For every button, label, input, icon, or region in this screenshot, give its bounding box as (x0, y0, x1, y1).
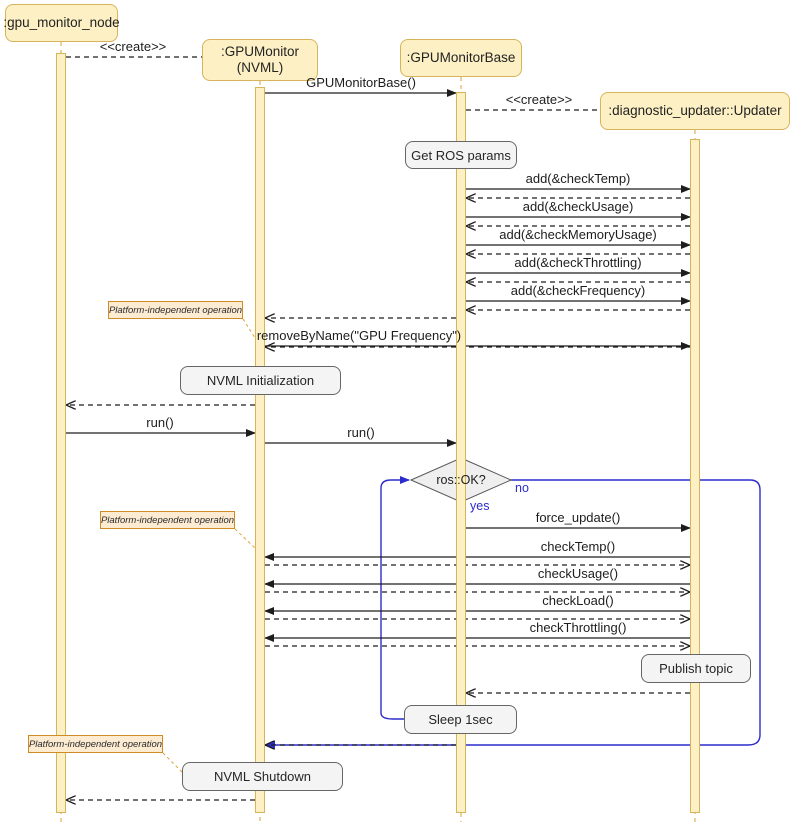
message-label-gpumonitorbase: GPUMonitorBase() (306, 75, 416, 90)
process-box-nvml-init[interactable]: NVML Initialization (180, 366, 341, 395)
activation-bar-base (456, 92, 466, 813)
message-label-checkload: checkLoad() (542, 593, 614, 608)
decision-yes-label: yes (470, 499, 490, 513)
message-label-checktemp: checkTemp() (540, 539, 616, 554)
activation-bar-monitor (255, 87, 265, 813)
message-label-add-checkusage: add(&checkUsage) (522, 199, 634, 214)
message-label-create-updater: <<create>> (505, 92, 573, 107)
activation-bar-node (56, 53, 66, 813)
process-box-nvml-shutdown[interactable]: NVML Shutdown (182, 762, 343, 791)
message-label-add-checktemp: add(&checkTemp) (525, 171, 631, 186)
note-note-3: Platform-independent operation (28, 735, 163, 753)
loop-path-group (265, 476, 761, 749)
process-box-publish-topic[interactable]: Publish topic (641, 654, 751, 683)
note-note-2: Platform-independent operation (100, 511, 235, 529)
participant-monitor[interactable]: :GPUMonitor (NVML) (202, 39, 318, 81)
process-box-get-ros-params[interactable]: Get ROS params (405, 141, 517, 169)
message-label-run-base: run() (347, 425, 375, 440)
message-label-force-update: force_update() (535, 510, 621, 525)
message-label-create-monitor: <<create>> (99, 39, 167, 54)
message-label-checkusage: checkUsage() (537, 566, 619, 581)
lifelines-group (60, 42, 696, 822)
message-arrows-group (66, 57, 691, 800)
message-label-add-checkmem: add(&checkMemoryUsage) (499, 227, 657, 242)
process-box-sleep-1sec[interactable]: Sleep 1sec (404, 705, 517, 734)
message-label-run-node: run() (146, 415, 174, 430)
message-label-add-checkfreq: add(&checkFrequency) (510, 283, 646, 298)
decision-label: ros::OK? (436, 473, 486, 487)
participant-base[interactable]: :GPUMonitorBase (400, 39, 522, 77)
note-note-1: Platform-independent operation (108, 301, 243, 319)
decision-no-label: no (515, 481, 529, 495)
message-label-add-checkthr: add(&checkThrottling) (514, 255, 642, 270)
participant-updater[interactable]: :diagnostic_updater::Updater (600, 92, 790, 130)
message-label-checkthrottling: checkThrottling() (529, 620, 627, 635)
message-label-removebyname: removeByName("GPU Frequency") (256, 328, 462, 343)
note-anchor-lines-group (162, 318, 256, 773)
participant-node[interactable]: :gpu_monitor_node (3, 4, 120, 42)
activation-bar-updater (690, 139, 700, 813)
